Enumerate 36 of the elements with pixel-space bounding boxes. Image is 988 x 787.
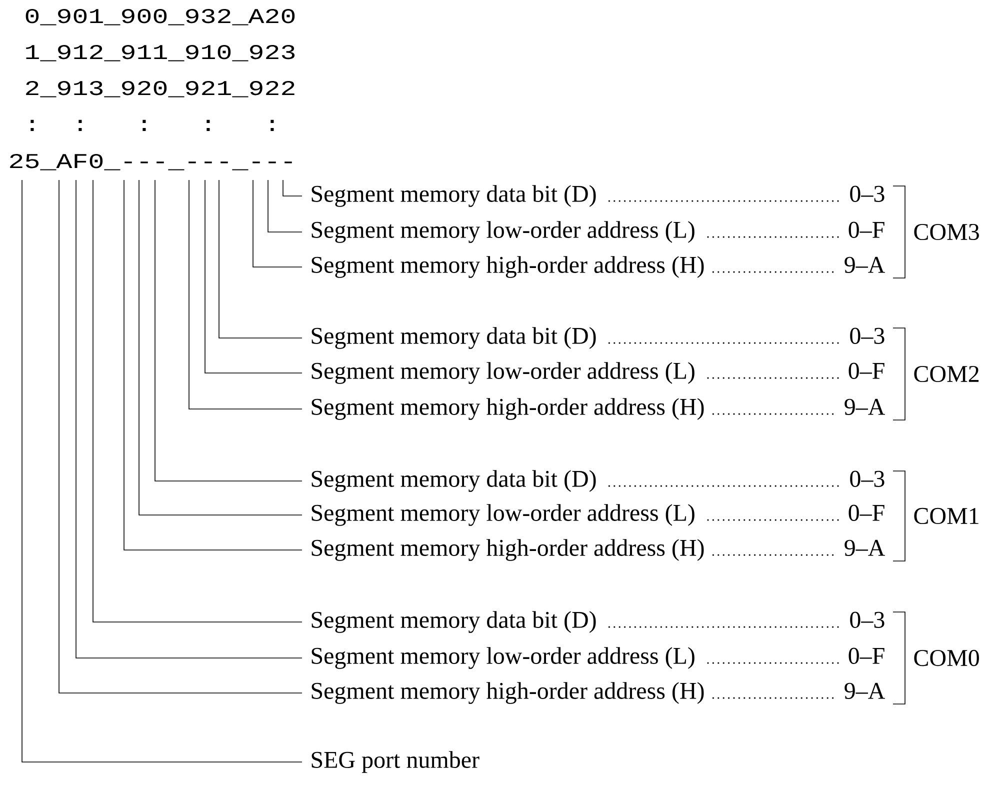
code-text: : [78,120,82,131]
code-text: : [270,120,274,131]
group-label: COM1 [914,508,978,524]
description-row: Segment memory low-order address (L) 0–F [312,362,884,384]
leader-line [188,180,302,410]
code-text: : [206,120,210,131]
leader-line [252,180,302,268]
description-row: Segment memory data bit (D) 0–3 [312,327,884,349]
description-row: Segment memory low-order address (L) 0–F [312,647,884,669]
leader-line [218,180,302,338]
leader-line [204,180,302,374]
description-row: Segment memory data bit (D) 0–3 [312,611,884,633]
group-label: COM0 [914,650,979,666]
description-row: Segment memory high-order address (H) 9–A [312,256,886,278]
leader-line [282,180,302,196]
code-text: : [142,120,146,131]
description-row: Segment memory high-order address (H) 9–A [312,539,886,561]
code-text: 25_AF0_---_---_--- [10,154,292,170]
group-label: COM2 [914,366,979,382]
leader-line [138,180,302,516]
description-row: Segment memory low-order address (L) 0–F [312,221,884,243]
code-text: : [30,120,34,131]
leader-line [22,180,302,762]
description-row: Segment memory data bit (D) 0–3 [312,470,884,492]
description-label: SEG port number [312,751,480,773]
description-row: Segment memory data bit (D) 0–3 [312,185,884,207]
code-text: 1_912_911_910_923 [26,44,295,62]
description-row: Segment memory high-order address (H) 9–A [312,682,886,704]
group-label: COM3 [914,224,979,240]
leader-line [124,180,302,550]
code-text: 2_913_920_921_922 [26,80,294,98]
description-row: Segment memory low-order address (L) 0–F [312,504,884,526]
description-row: Segment memory high-order address (H) 9–A [312,398,886,420]
code-text: 0_901_900_932_A20 [26,8,295,26]
leader-line [154,180,302,482]
leader-line [268,180,302,232]
